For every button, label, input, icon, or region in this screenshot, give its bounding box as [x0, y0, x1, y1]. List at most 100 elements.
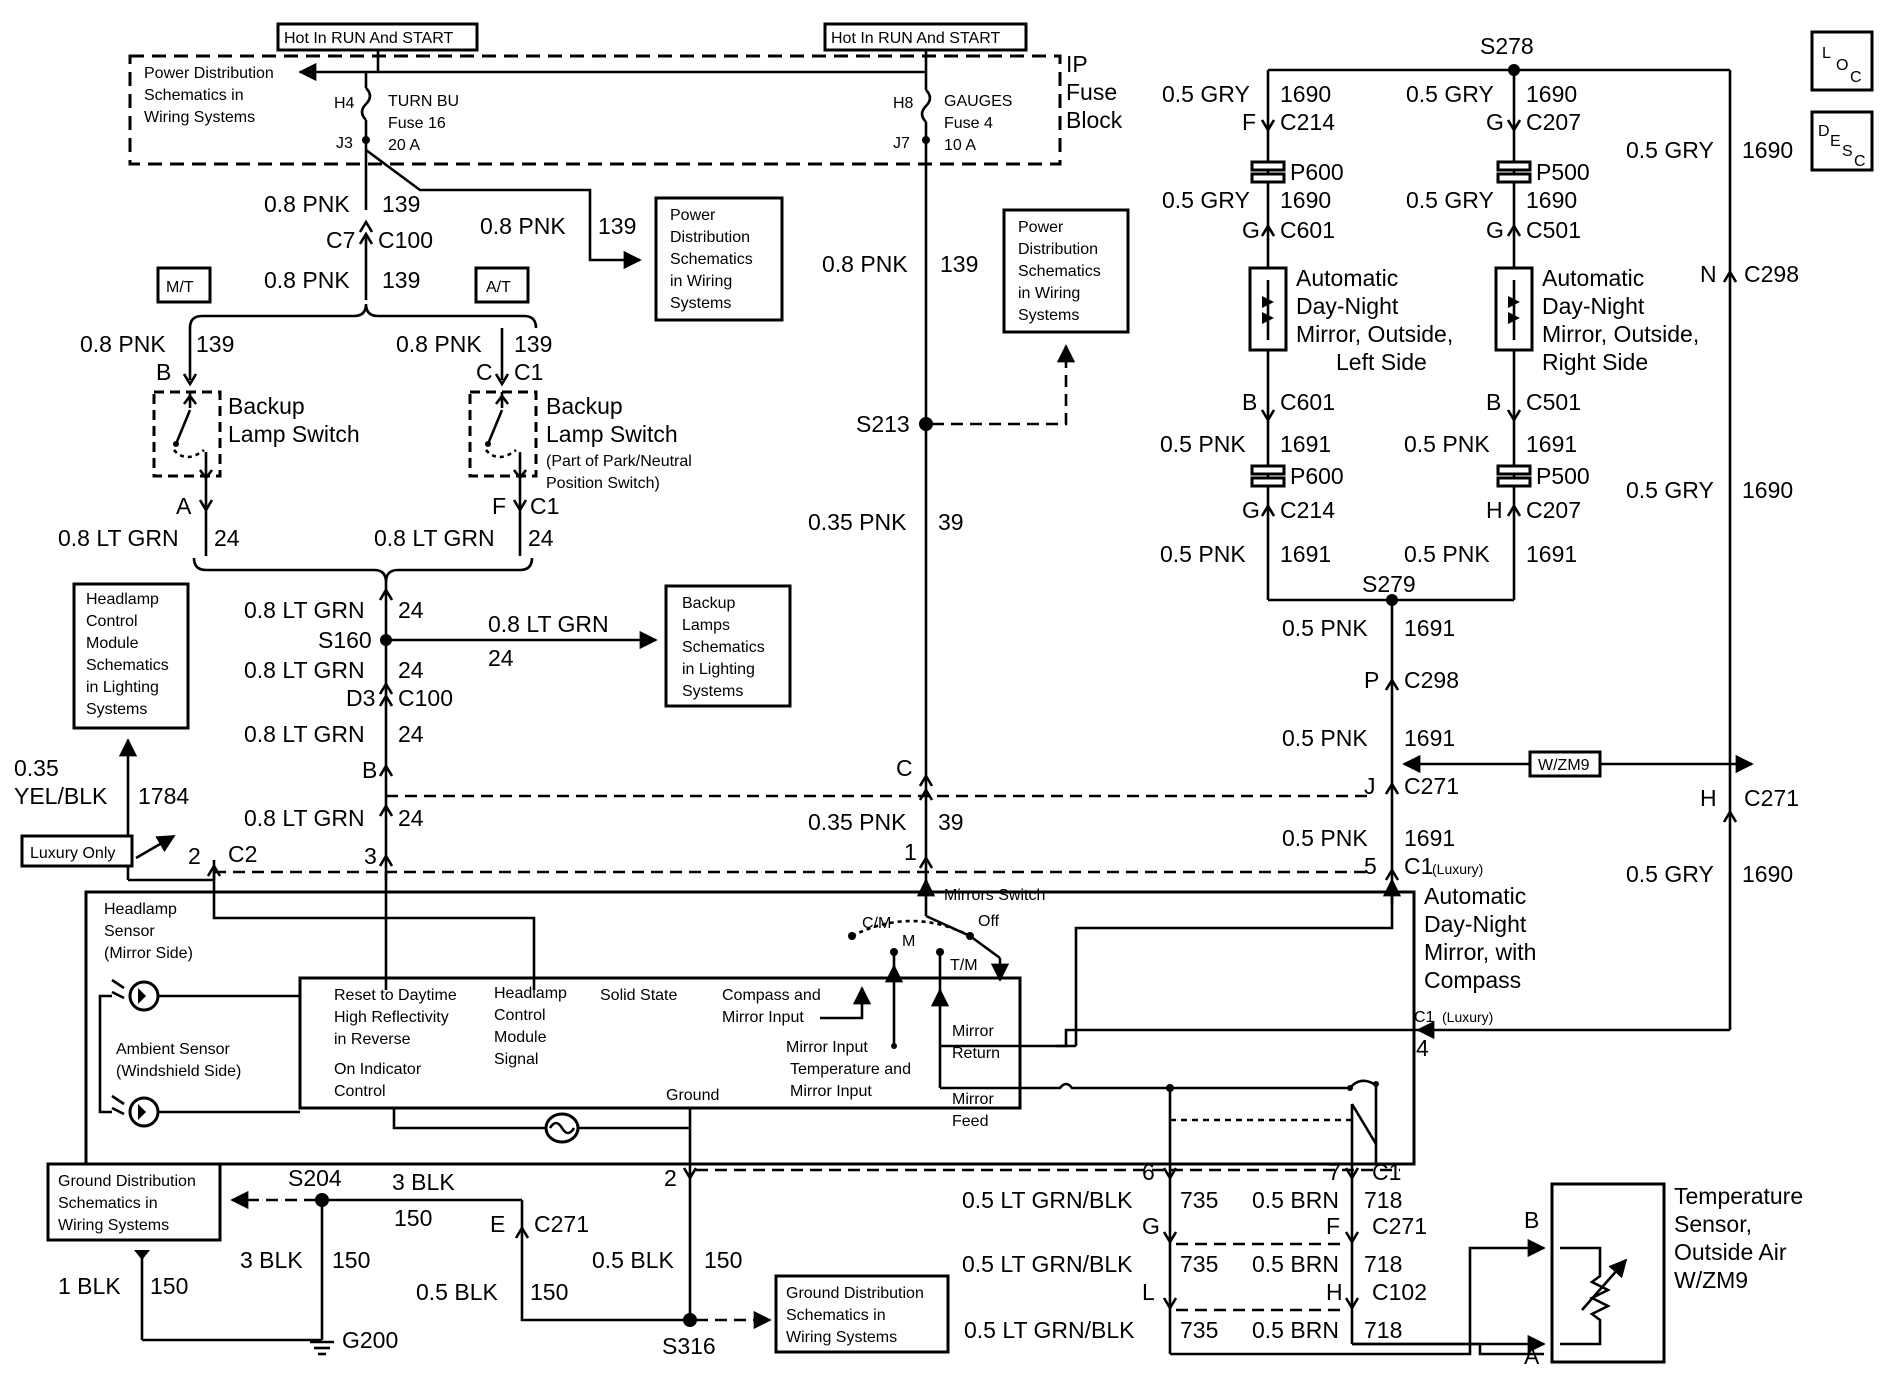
svg-text:P: P — [1364, 667, 1379, 693]
svg-text:1691: 1691 — [1280, 431, 1331, 457]
svg-text:W/ZM9: W/ZM9 — [1674, 1267, 1748, 1293]
svg-text:P600: P600 — [1290, 463, 1344, 489]
svg-text:C214: C214 — [1280, 109, 1335, 135]
connector-p500-lower — [1496, 464, 1532, 488]
svg-text:0.5 BLK: 0.5 BLK — [416, 1279, 498, 1305]
mirror-outside-right-label: Automatic Day-Night Mirror, Outside, Rig… — [1542, 265, 1699, 375]
fuse-block-label: IP — [1066, 51, 1088, 77]
svg-text:Systems: Systems — [86, 701, 147, 718]
svg-text:Backup: Backup — [682, 595, 735, 612]
svg-text:0.5 PNK: 0.5 PNK — [1160, 431, 1246, 457]
svg-text:0.5 LT GRN/BLK: 0.5 LT GRN/BLK — [962, 1187, 1133, 1213]
svg-text:24: 24 — [528, 525, 554, 551]
connector-p600-upper — [1250, 160, 1286, 184]
svg-text:E: E — [1830, 133, 1841, 150]
svg-text:C601: C601 — [1280, 389, 1335, 415]
mirrors-switch[interactable]: Mirrors Switch Off C/M M T/M — [848, 887, 1045, 1046]
svg-text:C271: C271 — [1744, 785, 1799, 811]
svg-text:150: 150 — [150, 1273, 188, 1299]
svg-text:Backup: Backup — [546, 393, 623, 419]
svg-text:Sensor,: Sensor, — [1674, 1211, 1752, 1237]
svg-text:3 BLK: 3 BLK — [392, 1169, 455, 1195]
svg-text:0.8 PNK: 0.8 PNK — [822, 251, 908, 277]
luxury-only-box: Luxury Only — [20, 834, 134, 868]
svg-text:Schematics: Schematics — [86, 657, 169, 674]
svg-text:0.5 PNK: 0.5 PNK — [1282, 725, 1368, 751]
svg-text:A/T: A/T — [486, 279, 511, 296]
ref-ground-distribution-b[interactable]: Ground Distribution Schematics in Wiring… — [774, 1274, 950, 1354]
ground-g200-icon — [310, 1340, 334, 1356]
svg-text:0.5 PNK: 0.5 PNK — [1404, 431, 1490, 457]
ref-headlamp-control-module[interactable]: Headlamp Control Module Schematics in Li… — [72, 582, 190, 730]
svg-text:0.5 GRY: 0.5 GRY — [1626, 477, 1714, 503]
hcm-signal-label: Headlamp Control Module Signal — [494, 985, 567, 1068]
svg-text:Fuse 16: Fuse 16 — [388, 115, 446, 132]
ref-ground-distribution-a[interactable]: Ground Distribution Schematics in Wiring… — [46, 1162, 222, 1242]
svg-text:24: 24 — [398, 597, 424, 623]
svg-text:150: 150 — [332, 1247, 370, 1273]
svg-text:Right Side: Right Side — [1542, 349, 1648, 375]
mirror-outside-left-label: Automatic Day-Night Mirror, Outside, Lef… — [1296, 265, 1453, 375]
inside-mirror-title: Automatic Day-Night Mirror, with Compass — [1424, 883, 1536, 993]
svg-text:Position Switch): Position Switch) — [546, 475, 660, 492]
svg-text:718: 718 — [1364, 1187, 1402, 1213]
svg-text:Temperature and: Temperature and — [790, 1061, 911, 1078]
svg-text:6: 6 — [1142, 1159, 1155, 1185]
svg-text:5: 5 — [1364, 853, 1377, 879]
svg-text:N: N — [1700, 261, 1717, 287]
fuse-16: H4 J3 TURN BU Fuse 16 20 A — [334, 72, 459, 210]
svg-text:E: E — [490, 1211, 505, 1237]
svg-text:0.8 LT GRN: 0.8 LT GRN — [244, 721, 365, 747]
svg-text:C207: C207 — [1526, 109, 1581, 135]
svg-text:0.5 GRY: 0.5 GRY — [1406, 81, 1494, 107]
svg-text:1: 1 — [904, 839, 917, 865]
hot-in-run-start-right: Hot In RUN And START — [823, 22, 1028, 52]
connector-p600-lower — [1250, 464, 1286, 488]
ref-power-distribution-b[interactable]: Power Distribution Schematics in Wiring … — [1002, 208, 1130, 334]
svg-text:Schematics in: Schematics in — [58, 1195, 158, 1212]
svg-text:C1: C1 — [1372, 1159, 1401, 1185]
svg-text:139: 139 — [598, 213, 636, 239]
svg-text:10 A: 10 A — [944, 137, 976, 154]
svg-text:Lamps: Lamps — [682, 617, 730, 634]
svg-text:C102: C102 — [1372, 1279, 1427, 1305]
svg-text:0.35 PNK: 0.35 PNK — [808, 509, 907, 535]
svg-text:Wiring Systems: Wiring Systems — [144, 109, 255, 126]
svg-text:C601: C601 — [1280, 217, 1335, 243]
desc-icon[interactable]: D E S C — [1810, 110, 1874, 172]
svg-text:Compass and: Compass and — [722, 987, 821, 1004]
svg-text:C2: C2 — [228, 841, 257, 867]
ref-power-distribution-a[interactable]: Power Distribution Schematics in Wiring … — [654, 196, 784, 322]
solid-state-block — [298, 976, 1022, 1110]
svg-text:0.5 GRY: 0.5 GRY — [1162, 81, 1250, 107]
svg-text:F: F — [1326, 1213, 1340, 1239]
svg-text:0.5 GRY: 0.5 GRY — [1162, 187, 1250, 213]
svg-text:H8: H8 — [893, 95, 914, 112]
svg-text:1690: 1690 — [1280, 187, 1331, 213]
svg-text:C207: C207 — [1526, 497, 1581, 523]
svg-text:Wiring Systems: Wiring Systems — [786, 1329, 897, 1346]
svg-text:0.8 PNK: 0.8 PNK — [264, 267, 350, 293]
svg-text:1690: 1690 — [1526, 81, 1577, 107]
on-indicator-label: On Indicator Control — [334, 1061, 422, 1100]
svg-text:T/M: T/M — [950, 957, 978, 974]
svg-text:Schematics in: Schematics in — [144, 87, 244, 104]
svg-text:S316: S316 — [662, 1333, 716, 1359]
svg-text:0.5 GRY: 0.5 GRY — [1626, 137, 1714, 163]
ground-jumper-icon — [544, 1112, 580, 1144]
svg-text:Control: Control — [86, 613, 138, 630]
svg-text:Hot In RUN And START: Hot In RUN And START — [284, 30, 453, 47]
temperature-sensor: B A — [1524, 1182, 1666, 1369]
svg-text:C214: C214 — [1280, 497, 1335, 523]
svg-text:1690: 1690 — [1280, 81, 1331, 107]
svg-text:Headlamp: Headlamp — [104, 901, 177, 918]
mirror-return-feed: Mirror Return Mirror Feed — [938, 1008, 1020, 1130]
svg-text:J7: J7 — [893, 135, 910, 152]
svg-text:0.5 LT GRN/BLK: 0.5 LT GRN/BLK — [962, 1251, 1133, 1277]
loc-icon[interactable]: L O C — [1810, 30, 1874, 92]
svg-text:Mirror, with: Mirror, with — [1424, 939, 1536, 965]
svg-text:24: 24 — [398, 657, 424, 683]
ref-backup-lamps[interactable]: Backup Lamps Schematics in Lighting Syst… — [664, 584, 792, 708]
svg-text:G200: G200 — [342, 1327, 398, 1353]
